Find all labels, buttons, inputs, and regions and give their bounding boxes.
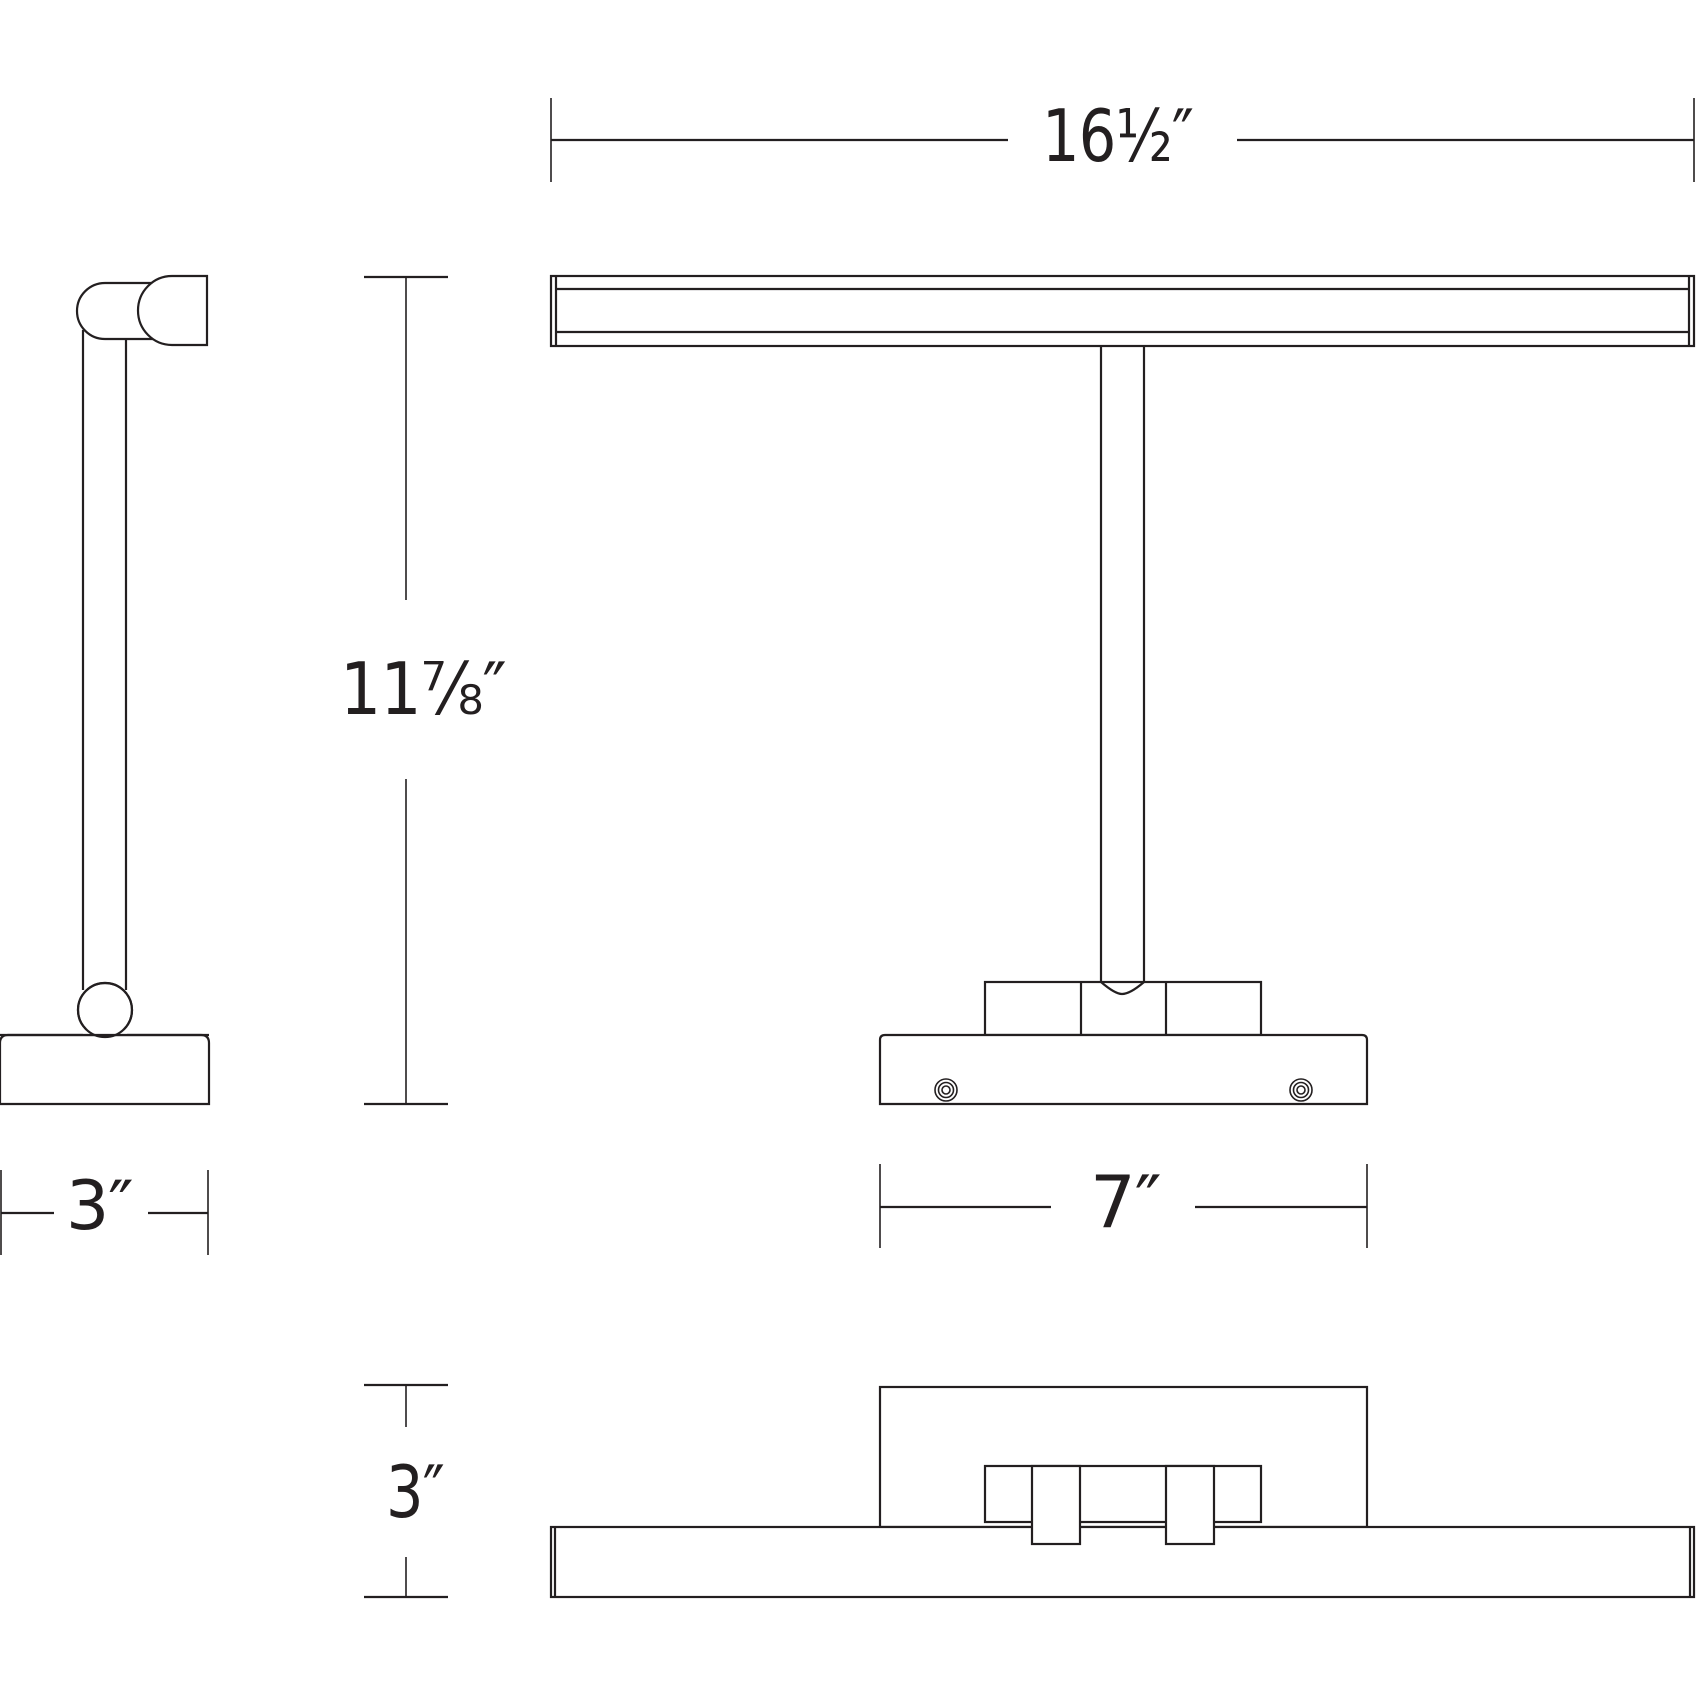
base-width-label: 7″ xyxy=(1090,1160,1162,1244)
side-view xyxy=(0,274,211,1255)
overall-width-label: 16½″ xyxy=(1042,94,1194,178)
base-depth-label: 3″ xyxy=(66,1167,134,1246)
base-width-dimension xyxy=(879,1164,1368,1248)
screw-right xyxy=(1289,1078,1313,1102)
overall-height-dimension xyxy=(364,275,448,1106)
overall-width-dimension xyxy=(550,98,1695,182)
front-base xyxy=(878,1033,1369,1106)
projection-dimension xyxy=(364,1383,448,1599)
screw-left xyxy=(934,1078,958,1102)
projection-label: 3″ xyxy=(386,1450,445,1534)
front-view xyxy=(549,274,1696,1106)
side-head-shade xyxy=(136,274,209,347)
top-view xyxy=(549,1385,1696,1599)
overall-height-label: 11⅞″ xyxy=(340,647,507,731)
side-base xyxy=(0,1033,211,1106)
